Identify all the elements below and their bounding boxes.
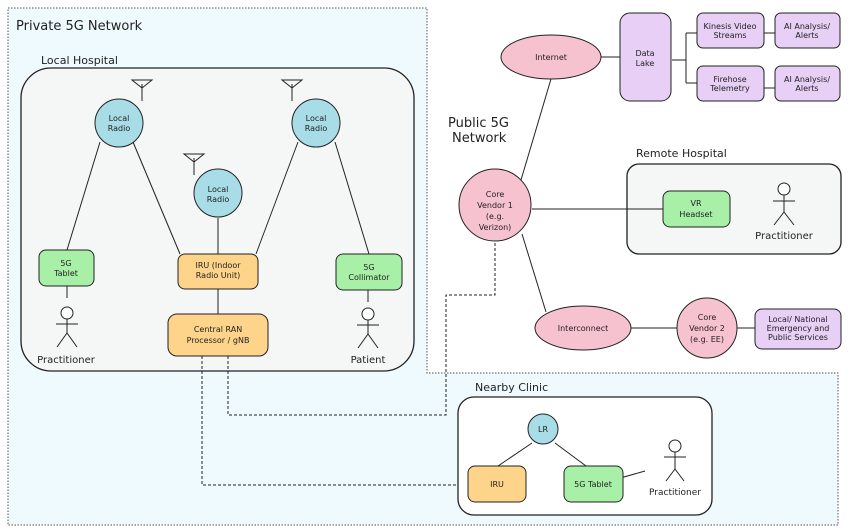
svg-text:5G Tablet: 5G Tablet bbox=[574, 480, 612, 489]
internet-node: Internet bbox=[500, 34, 602, 80]
local-radio-left: Local Radio bbox=[94, 98, 144, 148]
svg-text:Streams: Streams bbox=[713, 31, 746, 40]
svg-text:Headset: Headset bbox=[679, 210, 712, 219]
ai-analysis-alerts-1: AI Analysis/ Alerts bbox=[774, 12, 841, 49]
clinic-iru-node: IRU bbox=[467, 465, 527, 503]
svg-text:Central RAN: Central RAN bbox=[194, 325, 242, 334]
svg-text:Core: Core bbox=[698, 313, 717, 322]
svg-text:Interconnect: Interconnect bbox=[558, 324, 609, 333]
remote-hospital-label: Remote Hospital bbox=[636, 147, 727, 160]
svg-text:5G: 5G bbox=[60, 259, 71, 268]
local-radio-center: Local Radio bbox=[193, 168, 243, 218]
svg-text:Kinesis Video: Kinesis Video bbox=[704, 22, 757, 31]
ai-analysis-alerts-2: AI Analysis/ Alerts bbox=[774, 65, 841, 102]
svg-text:(e.g.: (e.g. bbox=[486, 212, 504, 221]
svg-text:5G: 5G bbox=[363, 263, 374, 272]
svg-text:Telemetry: Telemetry bbox=[709, 84, 750, 93]
svg-text:Radio: Radio bbox=[305, 124, 328, 133]
antenna-icon bbox=[130, 79, 154, 101]
practitioner-icon bbox=[56, 306, 78, 348]
local-hospital-label: Local Hospital bbox=[41, 54, 118, 67]
vr-headset-node: VR Headset bbox=[662, 190, 731, 228]
svg-text:Vendor 1: Vendor 1 bbox=[477, 201, 513, 210]
nearby-clinic-label: Nearby Clinic bbox=[475, 381, 548, 394]
backhaul-links bbox=[201, 243, 496, 486]
svg-text:Internet: Internet bbox=[535, 53, 567, 62]
clinic-lr-node: LR bbox=[527, 413, 559, 445]
svg-text:Alerts: Alerts bbox=[795, 84, 818, 93]
svg-text:Radio: Radio bbox=[207, 195, 230, 204]
5g-tablet: 5G Tablet bbox=[38, 249, 95, 287]
core-vendor-1-node: Core Vendor 1 (e.g. Verizon) bbox=[458, 168, 532, 242]
iru-indoor-radio-unit: IRU (Indoor Radio Unit) bbox=[177, 253, 259, 290]
patient-label: Patient bbox=[351, 355, 386, 366]
firehose-telemetry-node: Firehose Telemetry bbox=[696, 65, 765, 102]
local-links bbox=[66, 141, 370, 314]
svg-text:VR: VR bbox=[690, 199, 701, 208]
svg-text:Core: Core bbox=[486, 190, 505, 199]
practitioner-label: Practitioner bbox=[37, 355, 96, 366]
svg-text:Public Services: Public Services bbox=[768, 333, 828, 342]
private-network-label: Private 5G Network bbox=[16, 19, 143, 34]
local-radio-right: Local Radio bbox=[291, 98, 341, 148]
svg-text:Radio: Radio bbox=[108, 124, 131, 133]
remote-practitioner-icon bbox=[773, 182, 795, 226]
emergency-services-node: Local/ National Emergency and Public Ser… bbox=[754, 308, 842, 350]
svg-text:AI Analysis/: AI Analysis/ bbox=[784, 75, 830, 84]
svg-text:Radio Unit): Radio Unit) bbox=[196, 271, 240, 280]
antenna-icon bbox=[182, 153, 206, 175]
patient-icon bbox=[357, 307, 379, 349]
svg-text:AI Analysis/: AI Analysis/ bbox=[784, 22, 830, 31]
svg-text:Emergency and: Emergency and bbox=[767, 324, 830, 333]
svg-text:Verizon): Verizon) bbox=[479, 223, 512, 232]
svg-text:Local: Local bbox=[208, 185, 229, 194]
svg-text:Lake: Lake bbox=[636, 59, 655, 68]
svg-text:Local: Local bbox=[306, 114, 327, 123]
svg-text:(e.g. EE): (e.g. EE) bbox=[690, 335, 724, 344]
svg-text:Local: Local bbox=[109, 114, 130, 123]
interconnect-node: Interconnect bbox=[534, 305, 632, 351]
clinic-tablet-node: 5G Tablet bbox=[563, 465, 624, 503]
core-vendor-2-node: Core Vendor 2 (e.g. EE) bbox=[676, 297, 738, 359]
svg-text:Firehose: Firehose bbox=[713, 75, 746, 84]
clinic-practitioner-label: Practitioner bbox=[649, 488, 701, 498]
svg-text:Local/ National: Local/ National bbox=[768, 315, 827, 324]
svg-text:Tablet: Tablet bbox=[53, 269, 78, 278]
svg-text:LR: LR bbox=[538, 425, 548, 434]
svg-text:Alerts: Alerts bbox=[795, 31, 818, 40]
kinesis-video-streams-node: Kinesis Video Streams bbox=[696, 12, 765, 49]
remote-practitioner-label: Practitioner bbox=[755, 231, 814, 242]
central-ran-processor: Central RAN Processor / gNB bbox=[167, 313, 269, 357]
svg-text:Data: Data bbox=[635, 49, 654, 58]
svg-text:IRU (Indoor: IRU (Indoor bbox=[195, 261, 241, 270]
svg-text:Vendor 2: Vendor 2 bbox=[689, 324, 725, 333]
svg-text:Collimator: Collimator bbox=[348, 273, 390, 282]
data-lake-node: Data Lake bbox=[619, 12, 672, 102]
clinic-practitioner-icon bbox=[664, 439, 686, 482]
public-network-label: Public 5G bbox=[448, 116, 509, 131]
svg-text:IRU: IRU bbox=[490, 480, 504, 489]
public-network-label-2: Network bbox=[452, 131, 507, 146]
5g-collimator: 5G Collimator bbox=[335, 253, 403, 291]
antenna-icon bbox=[280, 79, 304, 101]
svg-text:Processor / gNB: Processor / gNB bbox=[187, 336, 250, 345]
